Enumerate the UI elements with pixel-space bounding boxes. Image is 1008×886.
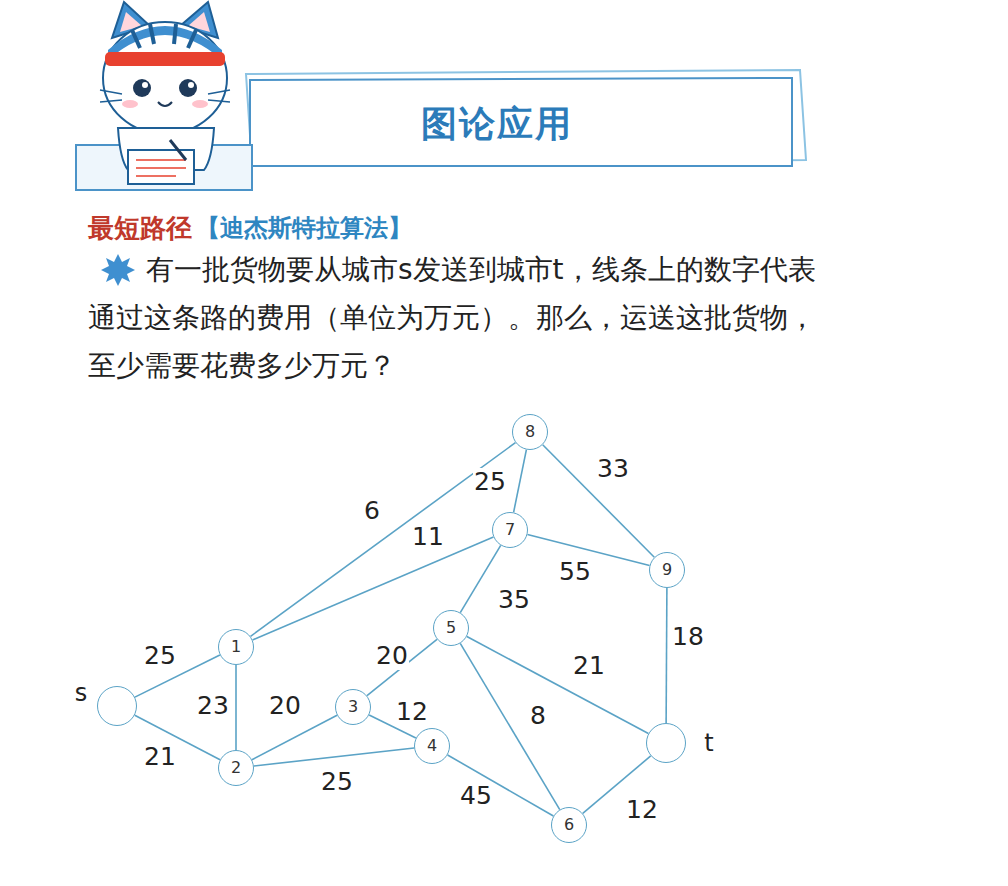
edge-weight: 45	[459, 782, 493, 810]
graph-node: 4	[414, 728, 450, 764]
edge-weight: 25	[143, 642, 177, 670]
edge-weight: 25	[320, 768, 354, 796]
graph-edge	[514, 450, 527, 513]
graph-node: 6	[551, 807, 587, 843]
edge-weight: 12	[395, 698, 429, 726]
edge-weight: 21	[572, 652, 606, 680]
cat-mascot	[100, 2, 230, 184]
node-number: 1	[231, 639, 241, 655]
section-heading: 最短路径	[88, 211, 192, 245]
graph-edge	[665, 588, 667, 723]
graph-edge	[448, 755, 554, 816]
node-number: 6	[564, 817, 574, 833]
edge-weight: 21	[143, 743, 177, 771]
star-bullet	[101, 254, 135, 286]
graph-node: 2	[218, 750, 254, 786]
node-number: 3	[348, 699, 358, 715]
node-name: t	[704, 731, 713, 755]
node-number: 9	[662, 562, 672, 578]
edge-weight: 55	[558, 558, 592, 586]
node-number: 8	[525, 424, 535, 440]
graph-node: 1	[218, 629, 254, 665]
graph-node: t	[646, 723, 686, 763]
edge-weight: 35	[497, 586, 531, 614]
graph-node: s	[97, 686, 137, 726]
graph-edge	[235, 665, 237, 750]
graph-node: 7	[492, 512, 528, 548]
edge-weight: 18	[671, 623, 705, 651]
graph-edge	[460, 545, 500, 612]
graph-edge	[543, 445, 655, 557]
desk-edge	[251, 166, 253, 190]
graph-edge	[252, 715, 337, 759]
banner-box	[250, 78, 792, 166]
graph-node: 9	[649, 552, 685, 588]
banner-frame	[246, 70, 806, 166]
node-number: 5	[446, 620, 456, 636]
graph-node: 3	[335, 689, 371, 725]
node-number: 4	[427, 738, 437, 754]
node-name: s	[75, 681, 88, 705]
edge-weight: 20	[375, 642, 409, 670]
graph-edge	[251, 443, 516, 637]
edge-weight: 25	[473, 468, 507, 496]
edge-weight: 33	[596, 455, 630, 483]
node-number: 2	[231, 760, 241, 776]
node-number: 7	[505, 522, 515, 538]
desk	[76, 145, 252, 190]
edge-weight: 8	[529, 702, 547, 730]
method-tag: 【迪杰斯特拉算法】	[196, 211, 412, 245]
graph-edge	[367, 639, 437, 695]
graph-node: 8	[512, 414, 548, 450]
graph-edge	[467, 636, 648, 733]
edge-weight: 20	[268, 692, 302, 720]
edge-weight: 23	[196, 692, 230, 720]
edge-weight: 12	[625, 796, 659, 824]
problem-text: 有一批货物要从城市s发送到城市t，线条上的数字代表通过这条路的费用（单位为万元）…	[88, 246, 818, 390]
graph-edge	[254, 748, 414, 766]
edge-weight: 6	[363, 497, 381, 525]
banner-title: 图论应用	[421, 100, 573, 149]
edge-weight: 11	[411, 523, 445, 551]
graph-node: 5	[433, 610, 469, 646]
